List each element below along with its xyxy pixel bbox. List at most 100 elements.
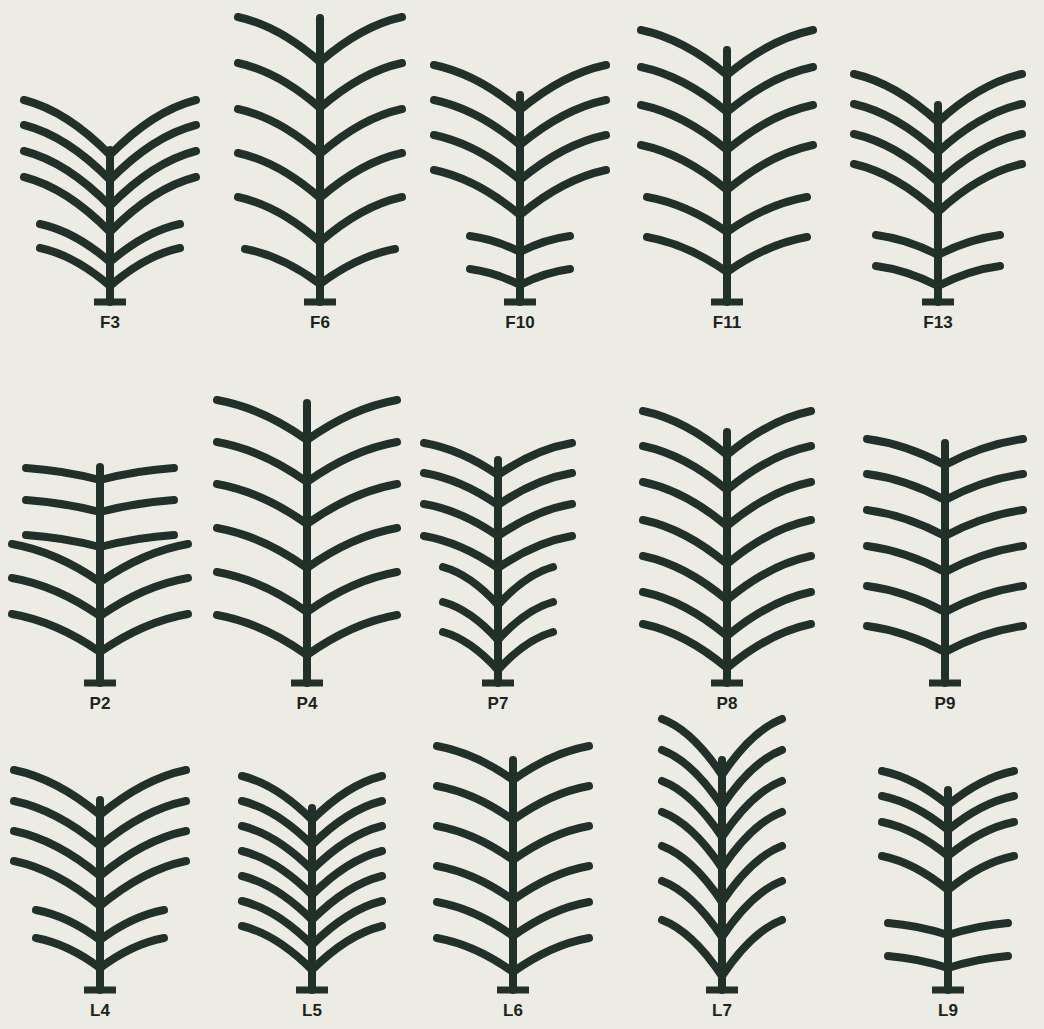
- base-bar: [706, 987, 738, 994]
- figure-label: P8: [717, 695, 738, 712]
- branch-line: [100, 801, 186, 846]
- branch-line: [727, 624, 811, 668]
- branch-line: [242, 926, 312, 970]
- branch-line: [938, 235, 1000, 255]
- branch-line: [641, 105, 727, 150]
- branch-line: [945, 474, 1023, 500]
- branch-line: [938, 104, 1022, 152]
- branch-line: [424, 443, 498, 475]
- base-bar: [304, 299, 336, 306]
- branch-figure: [424, 443, 572, 683]
- branch-line: [945, 546, 1023, 572]
- branch-line: [727, 197, 807, 232]
- branch-line: [100, 500, 174, 512]
- figure-label: P4: [297, 695, 318, 712]
- figure-label: F11: [713, 314, 741, 331]
- branch-line: [867, 626, 945, 652]
- figure-label: L7: [712, 1002, 732, 1019]
- branch-line: [110, 248, 180, 286]
- stem-line: [509, 760, 517, 990]
- branch-line: [867, 586, 945, 612]
- base-bar: [497, 987, 529, 994]
- figure-label: L5: [302, 1002, 322, 1019]
- branch-line: [513, 902, 589, 936]
- branch-line: [40, 248, 110, 286]
- branch-line: [945, 439, 1023, 465]
- branch-line: [867, 546, 945, 572]
- branch-figure: [643, 411, 811, 683]
- branch-line: [854, 134, 938, 182]
- branch-line: [498, 536, 572, 568]
- branch-line: [945, 586, 1023, 612]
- branch-line: [727, 237, 807, 272]
- branch-line: [100, 831, 186, 876]
- branch-line: [245, 249, 320, 284]
- branch-line: [520, 170, 606, 215]
- base-bar: [922, 299, 954, 306]
- branch-line: [498, 632, 553, 670]
- branch-line: [238, 197, 320, 242]
- branch-figure: [217, 400, 397, 683]
- branch-line: [217, 528, 307, 568]
- branch-line: [434, 170, 520, 215]
- branch-line: [662, 920, 722, 976]
- branch-line: [217, 400, 307, 440]
- base-bar: [84, 987, 116, 994]
- branch-line: [320, 109, 402, 154]
- branch-line: [14, 831, 100, 876]
- branch-line: [876, 235, 938, 255]
- branch-line: [854, 104, 938, 152]
- branch-line: [217, 615, 307, 655]
- branch-line: [498, 504, 572, 536]
- branch-figure: [238, 17, 402, 302]
- branch-line: [320, 17, 402, 62]
- branch-line: [320, 197, 402, 242]
- base-bar: [94, 299, 126, 306]
- branch-line: [307, 528, 397, 568]
- base-bar: [711, 299, 743, 306]
- branch-line: [498, 473, 572, 505]
- stem-line: [303, 403, 311, 683]
- branch-line: [100, 468, 174, 480]
- branch-line: [938, 74, 1022, 122]
- branch-line: [14, 861, 100, 906]
- branch-line: [727, 145, 813, 190]
- branch-line: [217, 442, 307, 482]
- branch-line: [26, 535, 100, 547]
- branch-line: [217, 572, 307, 612]
- branch-line: [876, 266, 938, 286]
- branch-line: [437, 826, 513, 860]
- branch-line: [470, 269, 520, 285]
- branch-line: [867, 474, 945, 500]
- branch-line: [100, 938, 164, 968]
- branch-line: [100, 535, 174, 547]
- branch-line: [513, 938, 589, 972]
- branch-line: [307, 400, 397, 440]
- base-bar: [929, 680, 961, 687]
- base-bar: [482, 680, 514, 687]
- branch-line: [948, 923, 1008, 935]
- branch-line: [867, 510, 945, 536]
- base-bar: [291, 680, 323, 687]
- branch-line: [867, 439, 945, 465]
- branch-line: [854, 74, 938, 122]
- branch-line: [513, 826, 589, 860]
- branch-line: [722, 846, 782, 902]
- branch-line: [14, 801, 100, 846]
- branch-line: [647, 197, 727, 232]
- branch-line: [498, 443, 572, 475]
- branch-figure: [242, 776, 382, 990]
- branch-line: [888, 956, 948, 968]
- branch-line: [727, 105, 813, 150]
- branch-line: [26, 500, 100, 512]
- base-bar: [932, 987, 964, 994]
- figure-label: F6: [310, 314, 330, 331]
- branch-line: [36, 938, 100, 968]
- branch-figure: [867, 439, 1023, 683]
- branch-line: [307, 615, 397, 655]
- branch-line: [470, 236, 520, 252]
- base-bar: [504, 299, 536, 306]
